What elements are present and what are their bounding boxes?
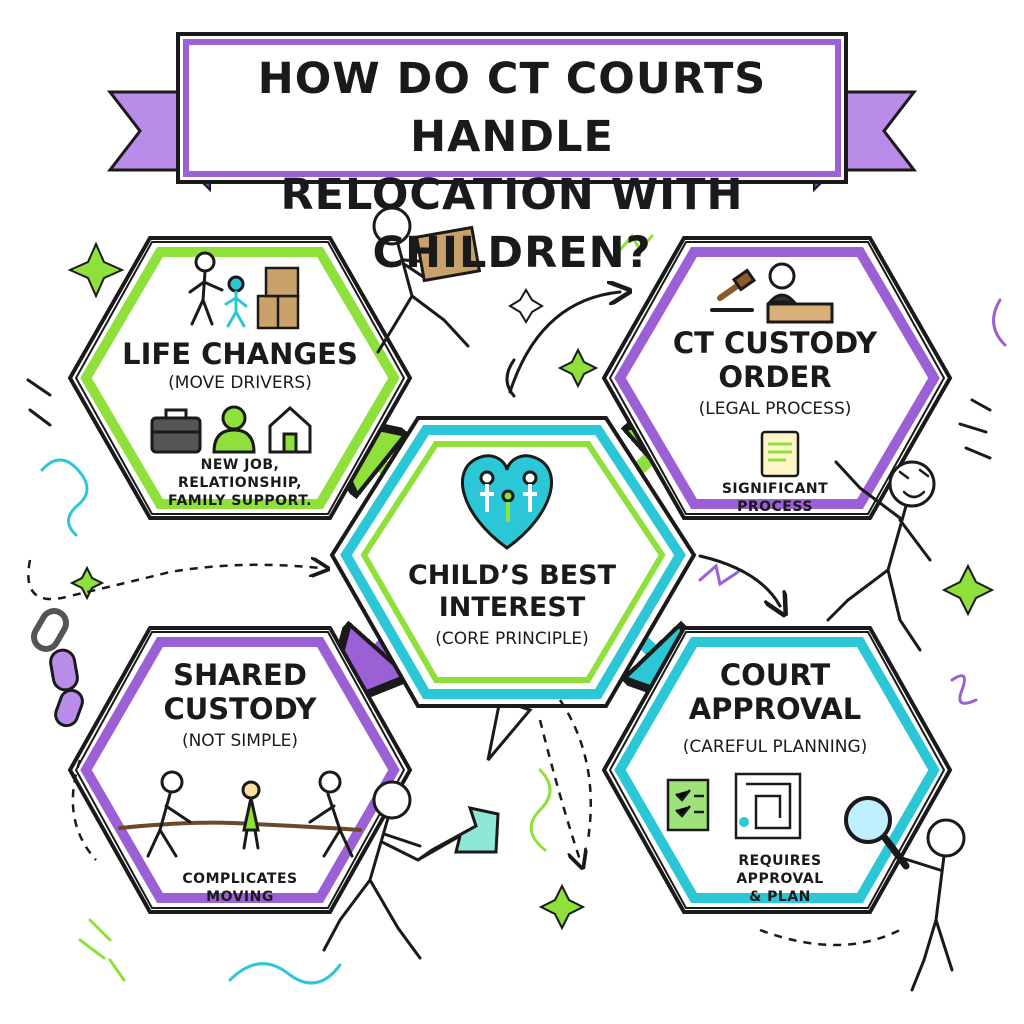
page-title-line-2: RELOCATION WITH CHILDREN? bbox=[280, 170, 744, 278]
sparkle-icon bbox=[67, 241, 995, 931]
dashed-paths bbox=[27, 560, 901, 947]
best-interest-title-line-2: INTEREST bbox=[438, 592, 586, 623]
shared-custody-detail-line-1: COMPLICATES bbox=[182, 871, 298, 887]
title-banner bbox=[106, 32, 918, 193]
walking-family-icon bbox=[188, 251, 248, 328]
life-changes-detail-line-2: RELATIONSHIP, bbox=[178, 475, 302, 491]
custody-order-detail-line-2: PROCESS bbox=[737, 499, 813, 515]
briefcase-icon bbox=[150, 408, 202, 454]
magnifier-figure bbox=[900, 818, 966, 992]
shared-custody-title-line-1: SHARED bbox=[173, 658, 307, 692]
maze-icon bbox=[734, 772, 802, 840]
pointing-figure bbox=[826, 460, 936, 652]
shared-custody-subtitle: (NOT SIMPLE) bbox=[181, 731, 299, 751]
flow-arrows bbox=[505, 292, 780, 606]
best-interest-title-line-1: CHILD’S BEST bbox=[407, 560, 617, 591]
custody-order-subtitle: (LEGAL PROCESS) bbox=[698, 399, 852, 419]
page-title: HOW DO CT COURTS HANDLE RELOCATION WITH … bbox=[190, 50, 834, 282]
shared-custody-title-line-2: CUSTODY bbox=[163, 692, 317, 726]
shared-custody-detail: COMPLICATES MOVING bbox=[140, 870, 340, 906]
custody-order-detail-line-1: SIGNIFICANT bbox=[721, 481, 829, 497]
best-interest-subtitle: (CORE PRINCIPLE) bbox=[435, 629, 589, 649]
boxes-icon bbox=[256, 266, 300, 330]
life-changes-detail-line-3: FAMILY SUPPORT. bbox=[168, 493, 312, 509]
hex-custody-order bbox=[601, 236, 953, 520]
life-changes-subtitle: (MOVE DRIVERS) bbox=[168, 373, 312, 393]
magnifier-icon bbox=[844, 796, 910, 870]
best-interest-title: CHILD’S BEST INTEREST bbox=[380, 560, 644, 624]
custody-order-title-line-1: CT CUSTODY bbox=[672, 326, 878, 360]
house-icon bbox=[268, 405, 312, 454]
page-title-line-1: HOW DO CT COURTS HANDLE bbox=[257, 54, 767, 162]
scroll-icon bbox=[760, 430, 800, 478]
judge-gavel-icon bbox=[710, 262, 834, 324]
life-changes-detail: NEW JOB, RELATIONSHIP, FAMILY SUPPORT. bbox=[130, 456, 350, 510]
court-approval-title-line-2: APPROVAL bbox=[688, 692, 862, 726]
court-approval-detail: REQUIRES APPROVAL & PLAN bbox=[710, 852, 850, 906]
person-icon bbox=[212, 405, 256, 454]
court-approval-detail-line-3: & PLAN bbox=[749, 889, 811, 905]
life-changes-detail-line-1: NEW JOB, bbox=[200, 457, 280, 473]
shared-custody-title: SHARED CUSTODY bbox=[110, 658, 370, 726]
court-approval-subtitle: (CAREFUL PLANNING) bbox=[682, 737, 868, 757]
court-approval-detail-line-1: REQUIRES bbox=[738, 853, 822, 869]
court-approval-title: COURT APPROVAL bbox=[650, 658, 900, 726]
heart-family-icon bbox=[461, 454, 553, 550]
court-approval-title-line-1: COURT bbox=[719, 658, 831, 692]
arrow-pushing-figure bbox=[322, 780, 500, 960]
shared-custody-detail-line-2: MOVING bbox=[206, 889, 274, 905]
checklist-icon bbox=[666, 778, 710, 832]
custody-order-title: CT CUSTODY ORDER bbox=[650, 326, 900, 394]
custody-order-detail: SIGNIFICANT PROCESS bbox=[680, 480, 870, 516]
life-changes-title: LIFE CHANGES bbox=[122, 337, 358, 371]
court-approval-detail-line-2: APPROVAL bbox=[736, 871, 824, 887]
squiggle-doodles bbox=[26, 233, 1007, 985]
tug-of-war-icon bbox=[118, 770, 362, 858]
box-carrier-figure bbox=[372, 206, 482, 354]
hex-best-interest bbox=[329, 416, 697, 761]
chain-link-icon bbox=[31, 608, 84, 728]
custody-order-title-line-2: ORDER bbox=[718, 360, 832, 394]
